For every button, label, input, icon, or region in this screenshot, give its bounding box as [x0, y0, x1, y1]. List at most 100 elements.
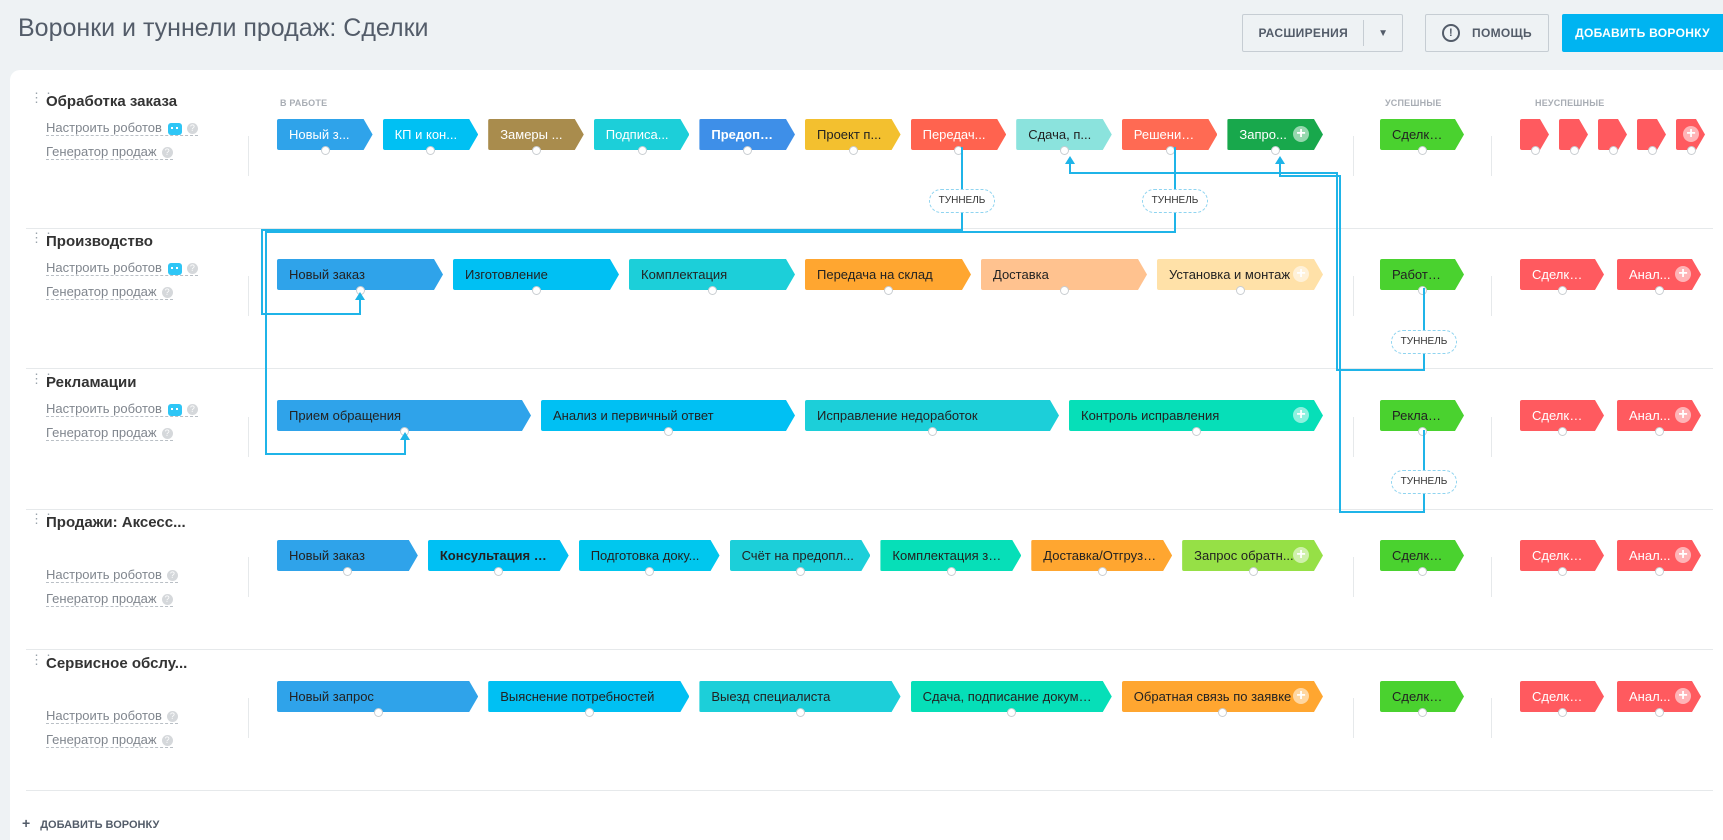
stage-connector-dot[interactable] [1655, 286, 1664, 295]
funnel-name[interactable]: Обработка заказа [46, 93, 178, 110]
funnel-stage[interactable]: Сдача, подписание докуме... [911, 681, 1112, 712]
stage-connector-dot[interactable] [1236, 286, 1245, 295]
success-stage[interactable]: Сделка ... [1380, 681, 1464, 712]
configure-robots-link[interactable]: Настроить роботов? [46, 708, 178, 724]
funnel-name[interactable]: Рекламации [46, 374, 137, 391]
stage-connector-dot[interactable] [584, 708, 594, 717]
stage-connector-dot[interactable] [356, 286, 365, 295]
add-funnel-button[interactable]: ДОБАВИТЬ ВОРОНКУ [1562, 14, 1723, 52]
funnel-name[interactable]: Продажи: Аксесс... [46, 514, 186, 531]
funnel-stage[interactable]: Консультация по ... [428, 540, 569, 571]
stage-connector-dot[interactable] [1097, 567, 1107, 576]
sales-generator-label[interactable]: Генератор продаж [46, 284, 157, 299]
stage-connector-dot[interactable] [1647, 146, 1657, 155]
stage-connector-dot[interactable] [1569, 146, 1579, 155]
stage-connector-dot[interactable] [1558, 567, 1567, 576]
stage-connector-dot[interactable] [400, 427, 409, 436]
funnel-stage[interactable]: Проект п... [805, 119, 901, 150]
stage-connector-dot[interactable] [1558, 708, 1567, 717]
configure-robots-link[interactable]: Настроить роботов? [46, 260, 198, 276]
stage-connector-dot[interactable] [1655, 567, 1664, 576]
sales-generator-label[interactable]: Генератор продаж [46, 591, 157, 606]
fail-stage[interactable]: Сделка ... [1520, 681, 1604, 712]
stage-connector-dot[interactable] [1418, 146, 1427, 155]
stage-connector-dot[interactable] [637, 146, 647, 155]
add-stage-icon[interactable]: + [1293, 407, 1309, 423]
chevron-down-icon[interactable]: ▼ [1378, 27, 1389, 39]
drag-handle-icon[interactable]: ⋮⋮ [30, 511, 55, 526]
funnel-stage[interactable]: Комплектация за... [880, 540, 1021, 571]
configure-robots-label[interactable]: Настроить роботов [46, 567, 162, 582]
stage-connector-dot[interactable] [532, 146, 541, 155]
add-stage-icon[interactable]: + [1675, 407, 1691, 423]
drag-handle-icon[interactable]: ⋮⋮ [30, 652, 55, 667]
stage-connector-dot[interactable] [743, 146, 753, 155]
extensions-label[interactable]: РАСШИРЕНИЯ [1258, 26, 1349, 40]
funnel-stage[interactable]: Новый заказ [277, 540, 418, 571]
sales-generator-label[interactable]: Генератор продаж [46, 425, 157, 440]
add-stage-icon[interactable]: + [1293, 126, 1309, 142]
funnel-stage[interactable]: Сдача, п... [1016, 119, 1112, 150]
sales-generator-link[interactable]: Генератор продаж? [46, 732, 173, 748]
add-stage-icon[interactable]: + [1293, 547, 1309, 563]
extensions-dropdown-button[interactable]: РАСШИРЕНИЯ ▼ [1242, 14, 1403, 52]
stage-connector-dot[interactable] [1060, 286, 1069, 295]
drag-handle-icon[interactable]: ⋮⋮ [30, 90, 55, 105]
funnel-name[interactable]: Сервисное обслу... [46, 655, 188, 672]
stage-connector-dot[interactable] [373, 708, 383, 717]
funnel-stage[interactable]: Новый з... [277, 119, 373, 150]
funnel-stage[interactable]: Подготовка доку... [579, 540, 720, 571]
configure-robots-label[interactable]: Настроить роботов [46, 260, 162, 275]
funnel-stage[interactable]: Передач... [911, 119, 1007, 150]
help-icon[interactable]: ? [161, 735, 173, 747]
stage-connector-dot[interactable] [1165, 146, 1175, 155]
stage-connector-dot[interactable] [928, 427, 937, 436]
add-funnel-link[interactable]: +ДОБАВИТЬ ВОРОНКУ [22, 815, 159, 831]
stage-connector-dot[interactable] [848, 146, 858, 155]
help-icon[interactable]: ? [161, 594, 173, 606]
stage-connector-dot[interactable] [1558, 427, 1567, 436]
sales-generator-link[interactable]: Генератор продаж? [46, 591, 173, 607]
add-stage-icon[interactable]: + [1675, 266, 1691, 282]
success-stage[interactable]: Сделка ... [1380, 540, 1464, 571]
funnel-stage[interactable]: Счёт на предопл... [730, 540, 871, 571]
stage-connector-dot[interactable] [1418, 567, 1427, 576]
stage-connector-dot[interactable] [1608, 146, 1618, 155]
funnel-stage[interactable]: Замеры ... [488, 119, 584, 150]
help-icon[interactable]: ? [186, 404, 198, 416]
sales-generator-label[interactable]: Генератор продаж [46, 144, 157, 159]
tunnel-badge[interactable]: ТУННЕЛЬ [929, 189, 995, 213]
stage-connector-dot[interactable] [796, 567, 805, 576]
add-stage-icon[interactable]: + [1683, 126, 1699, 142]
sales-generator-label[interactable]: Генератор продаж [46, 732, 157, 747]
stage-connector-dot[interactable] [1218, 708, 1228, 717]
funnel-stage[interactable]: Выяснение потребностей [488, 681, 689, 712]
stage-connector-dot[interactable] [708, 286, 717, 295]
help-button[interactable]: ! ПОМОЩЬ [1425, 14, 1549, 52]
drag-handle-icon[interactable]: ⋮⋮ [30, 230, 55, 245]
fail-stage[interactable]: Сделка ... [1520, 259, 1604, 290]
help-icon[interactable]: ? [161, 147, 173, 159]
configure-robots-link[interactable]: Настроить роботов? [46, 120, 198, 136]
drag-handle-icon[interactable]: ⋮⋮ [30, 371, 55, 386]
sales-generator-link[interactable]: Генератор продаж? [46, 144, 173, 160]
stage-connector-dot[interactable] [1192, 427, 1201, 436]
funnel-stage[interactable]: Обратная связь по заявке [1122, 681, 1323, 712]
stage-connector-dot[interactable] [320, 146, 330, 155]
fail-stage[interactable]: Сделка ... [1520, 400, 1604, 431]
stage-connector-dot[interactable] [1418, 427, 1427, 436]
funnel-name[interactable]: Производство [46, 233, 153, 250]
configure-robots-label[interactable]: Настроить роботов [46, 401, 162, 416]
sales-generator-link[interactable]: Генератор продаж? [46, 425, 173, 441]
stage-connector-dot[interactable] [1558, 286, 1567, 295]
tunnel-badge[interactable]: ТУННЕЛЬ [1391, 330, 1457, 354]
stage-connector-dot[interactable] [1530, 146, 1540, 155]
funnel-stage[interactable]: Решение ... [1122, 119, 1218, 150]
stage-connector-dot[interactable] [1271, 146, 1281, 155]
help-icon[interactable]: ? [161, 287, 173, 299]
stage-connector-dot[interactable] [1655, 708, 1664, 717]
add-funnel-link-label[interactable]: ДОБАВИТЬ ВОРОНКУ [40, 819, 160, 831]
funnel-stage[interactable]: КП и кон... [383, 119, 479, 150]
stage-connector-dot[interactable] [532, 286, 541, 295]
stage-connector-dot[interactable] [1060, 146, 1069, 155]
